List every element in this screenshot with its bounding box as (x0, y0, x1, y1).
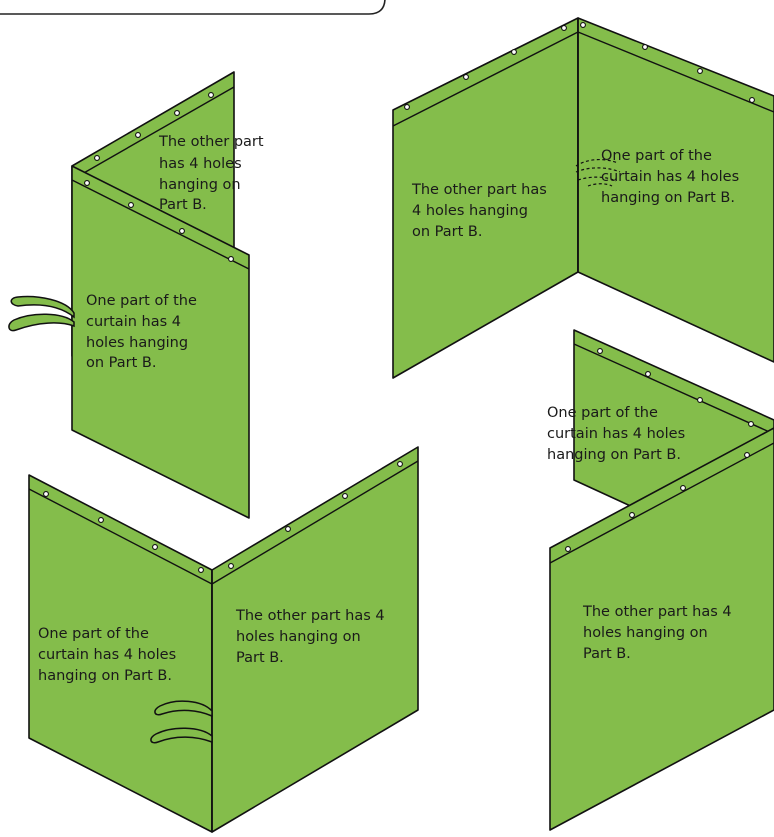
label-line: on Part B. (412, 224, 482, 240)
grommet-hole (209, 93, 214, 98)
grommet-hole (512, 50, 517, 55)
grommet-hole (745, 453, 750, 458)
grommet-hole (464, 75, 469, 80)
label-line: The other part has 4 (582, 604, 732, 620)
hanging-hook-icon (9, 297, 74, 331)
label-line: Part B. (236, 650, 284, 666)
grommet-hole (153, 545, 158, 550)
figure-top-left: The other part has 4 holes hanging on Pa… (9, 72, 268, 518)
grommet-hole (136, 133, 141, 138)
label-line: One part of the (547, 405, 658, 421)
grommet-hole (646, 372, 651, 377)
grommet-hole (129, 203, 134, 208)
grommet-hole (681, 486, 686, 491)
label-line: holes hanging (86, 335, 188, 351)
label-line: hanging on (159, 177, 241, 193)
label-line: The other part has 4 (235, 608, 385, 624)
label-line: 4 holes hanging (412, 203, 528, 219)
grommet-hole (750, 98, 755, 103)
left-panel (393, 18, 578, 378)
label-line: holes hanging on (236, 629, 361, 645)
label-line: Part B. (583, 646, 631, 662)
label-line: has 4 holes (159, 156, 242, 172)
figure-bottom-right: One part of the curtain has 4 holes hang… (547, 330, 774, 830)
label-line: hanging on Part B. (547, 447, 681, 463)
grommet-hole (99, 518, 104, 523)
grommet-hole (749, 422, 754, 427)
grommet-hole (598, 349, 603, 354)
grommet-hole (175, 111, 180, 116)
grommet-hole (343, 494, 348, 499)
label-line: curtain has 4 (86, 314, 181, 330)
label-line: curtain has 4 holes (601, 169, 739, 185)
grommet-hole (698, 398, 703, 403)
grommet-hole (643, 45, 648, 50)
label-line: The other part (158, 134, 264, 150)
grommet-hole (180, 229, 185, 234)
grommet-hole (398, 462, 403, 467)
figure-top-right: The other part has 4 holes hanging on Pa… (393, 18, 774, 378)
grommet-hole (405, 105, 410, 110)
grommet-hole (581, 23, 586, 28)
grommet-hole (229, 564, 234, 569)
grommet-hole (44, 492, 49, 497)
label-line: hanging on Part B. (38, 668, 172, 684)
label-line: on Part B. (86, 355, 156, 371)
label-line: curtain has 4 holes (38, 647, 176, 663)
grommet-hole (562, 26, 567, 31)
grommet-hole (566, 547, 571, 552)
label-line: One part of the (601, 148, 712, 164)
label-line: hanging on Part B. (601, 190, 735, 206)
grommet-hole (630, 513, 635, 518)
label-line: One part of the (38, 626, 149, 642)
label-line: holes hanging on (583, 625, 708, 641)
top-frame-box (0, 0, 385, 14)
grommet-hole (286, 527, 291, 532)
grommet-hole (229, 257, 234, 262)
grommet-hole (698, 69, 703, 74)
grommet-hole (199, 568, 204, 573)
label-line: One part of the (86, 293, 197, 309)
label-line: curtain has 4 holes (547, 426, 685, 442)
grommet-hole (95, 156, 100, 161)
label-line: The other part has (411, 182, 547, 198)
label-line: Part B. (159, 197, 207, 213)
grommet-hole (85, 181, 90, 186)
